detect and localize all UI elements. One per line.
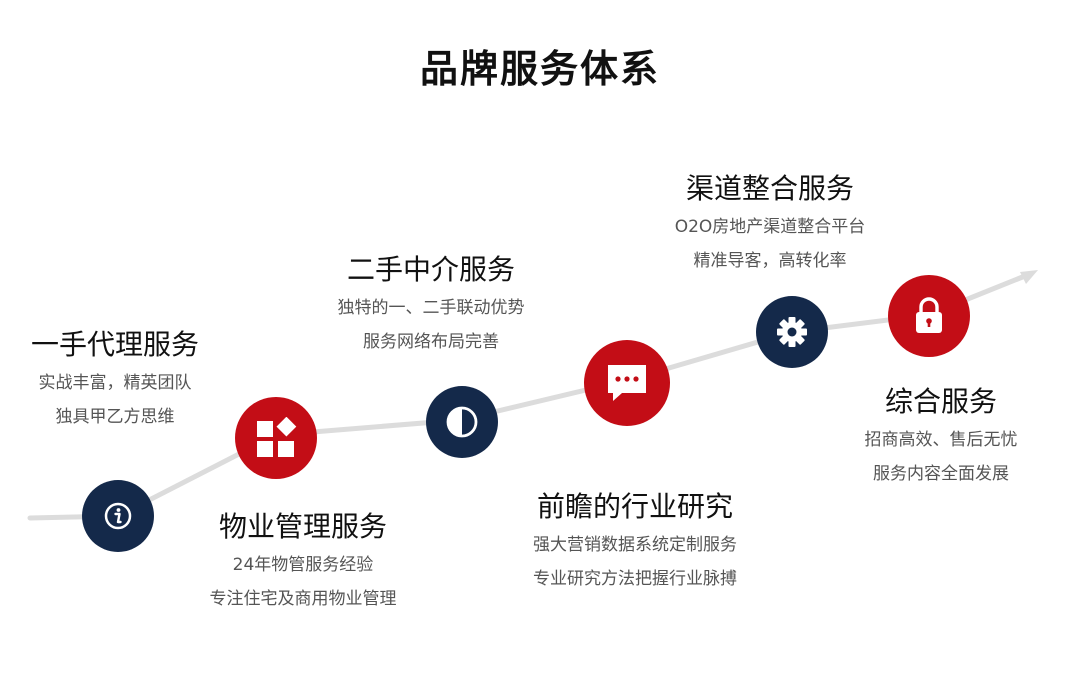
service-desc: 独具甲乙方思维 <box>55 406 175 427</box>
service-first-hand-agency: 一手代理服务 实战丰富，精英团队 独具甲乙方思维 <box>0 328 265 428</box>
service-desc: 强大营销数据系统定制服务 <box>533 534 737 555</box>
service-desc: O2O房地产渠道整合平台 <box>674 216 866 237</box>
node-industry-research <box>584 340 670 426</box>
lock-icon <box>916 297 942 333</box>
gear-icon <box>777 317 807 347</box>
node-channel-integration <box>756 296 828 368</box>
node-second-hand-agency <box>426 386 498 458</box>
tiles-icon <box>257 417 297 457</box>
info-icon <box>104 502 132 530</box>
service-desc: 服务内容全面发展 <box>873 463 1009 484</box>
service-industry-research: 前瞻的行业研究 强大营销数据系统定制服务 专业研究方法把握行业脉搏 <box>485 490 785 590</box>
service-desc: 专业研究方法把握行业脉搏 <box>533 568 737 589</box>
service-title: 综合服务 <box>884 385 997 418</box>
node-comprehensive-service <box>888 275 970 357</box>
service-title: 物业管理服务 <box>218 510 387 543</box>
service-title: 二手中介服务 <box>346 253 515 286</box>
service-comprehensive: 综合服务 招商高效、售后无忧 服务内容全面发展 <box>791 385 1080 485</box>
service-desc: 专注住宅及商用物业管理 <box>209 588 397 609</box>
service-desc: 招商高效、售后无忧 <box>864 429 1018 450</box>
service-channel-integration: 渠道整合服务 O2O房地产渠道整合平台 精准导客，高转化率 <box>620 172 920 272</box>
service-title: 一手代理服务 <box>30 328 199 361</box>
node-first-hand-agency <box>82 480 154 552</box>
service-desc: 实战丰富，精英团队 <box>38 372 192 393</box>
service-property-management: 物业管理服务 24年物管服务经验 专注住宅及商用物业管理 <box>153 510 453 610</box>
service-desc: 24年物管服务经验 <box>232 554 374 575</box>
chat-icon <box>608 365 646 401</box>
service-title: 前瞻的行业研究 <box>536 490 733 523</box>
service-second-hand-agency: 二手中介服务 独特的一、二手联动优势 服务网络布局完善 <box>281 253 581 353</box>
service-desc: 服务网络布局完善 <box>363 331 499 352</box>
service-title: 渠道整合服务 <box>685 172 854 205</box>
half-circle-icon <box>446 406 478 438</box>
service-desc: 精准导客，高转化率 <box>693 250 847 271</box>
service-desc: 独特的一、二手联动优势 <box>337 297 525 318</box>
page-title: 品牌服务体系 <box>419 47 660 91</box>
node-property-management <box>235 397 317 479</box>
